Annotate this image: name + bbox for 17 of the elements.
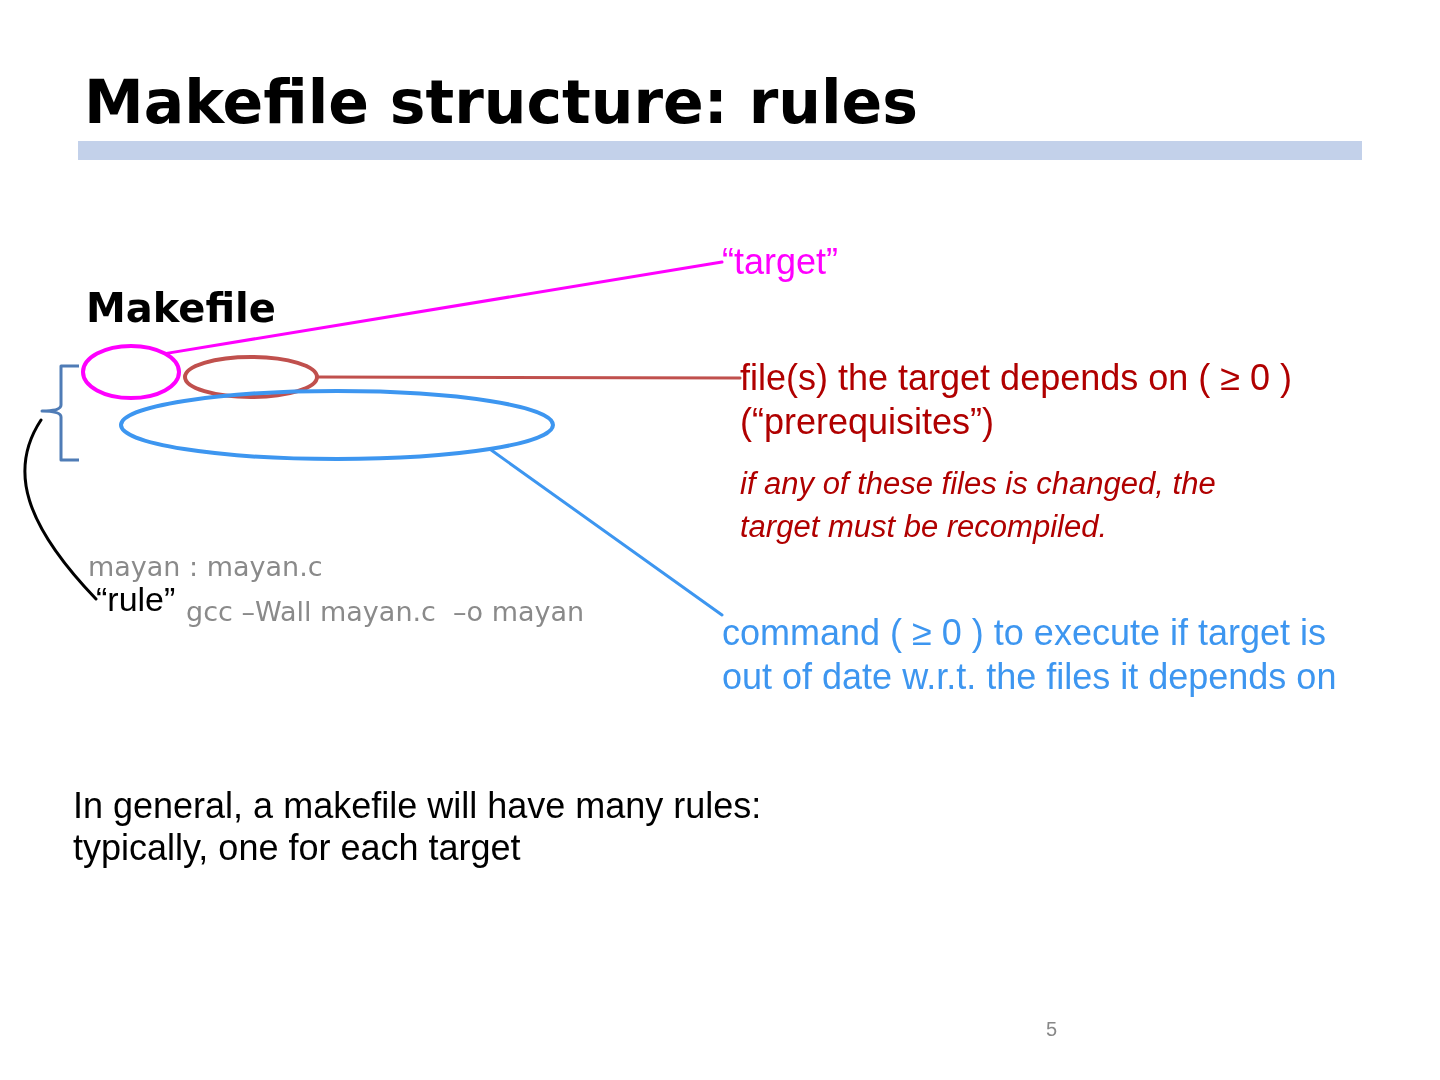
callout-text: command ( ≥ 0 ) to execute if target is out of date w.r.t. the files it depends on [722, 611, 1362, 699]
curly-brace [40, 364, 80, 462]
callout-label: “target” [722, 240, 839, 284]
highlight-ellipse [182, 354, 320, 400]
leader-line [23, 418, 98, 601]
highlight-ellipse [80, 343, 182, 401]
leader-line [488, 447, 724, 617]
slide-title: Makefile structure: rules [78, 66, 1362, 160]
code-line: mayan : mayan.c [88, 551, 323, 583]
section-heading: Makefile [86, 285, 276, 331]
code-line: gcc –Wall mayan.c –o mayan [186, 596, 585, 628]
body-text: In general, a makefile will have many rules: typically, one for each target [73, 785, 763, 869]
page-number: 5 [1046, 1017, 1058, 1041]
callout-text: file(s) the target depends on ( ≥ 0 ) (“prerequisites”) [740, 356, 1294, 444]
callout-label: “rule” [96, 581, 176, 617]
note-text: if any of these files is changed, the target must be recompiled. [740, 465, 1217, 546]
highlight-ellipse [118, 388, 556, 462]
